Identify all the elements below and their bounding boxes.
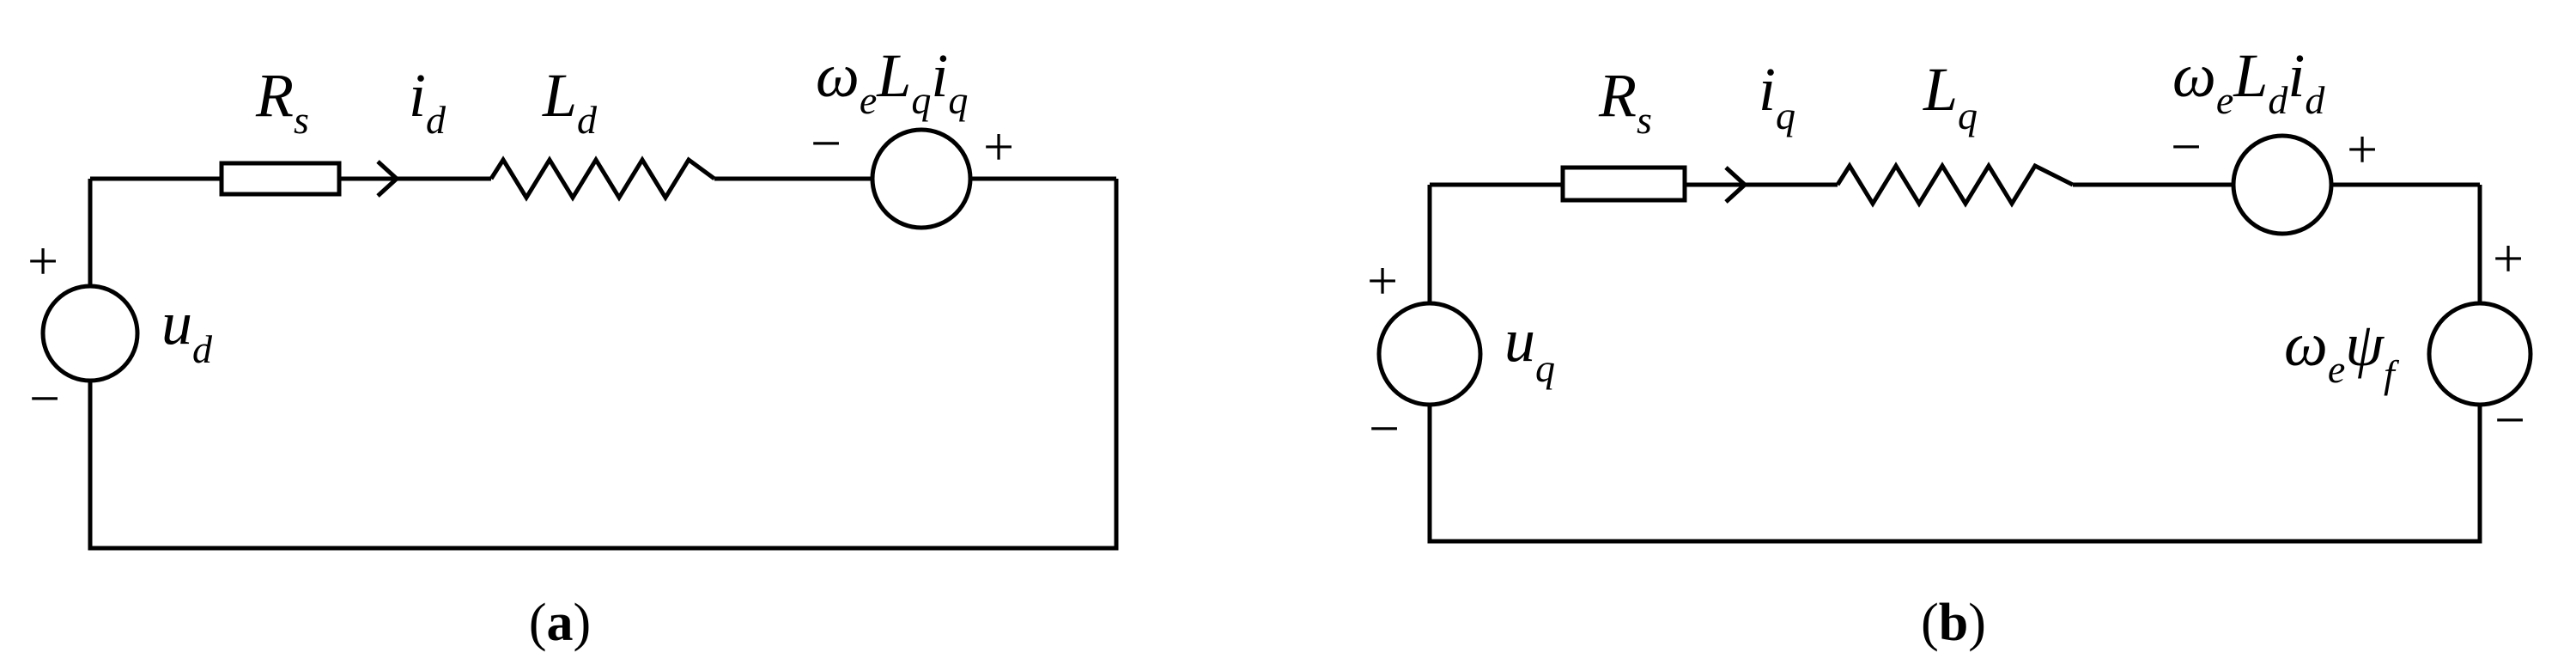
circuit-b-flux-source: [2427, 301, 2533, 407]
circuit-a-caption: (a): [529, 594, 591, 652]
circuit-a: Rs id Ld ωeLqiq − + + − ud (a): [27, 41, 1119, 652]
circuit-b-resistor-label: Rs: [1598, 61, 1652, 142]
circuit-a-emf-source: [870, 127, 973, 230]
circuit-b-source-label: uq: [1504, 306, 1555, 390]
circuit-b-emf-plus: +: [2347, 119, 2378, 180]
circuit-a-emf-plus: +: [983, 116, 1014, 177]
circuit-b-inductor: [1835, 162, 2075, 208]
circuit-a-source-plus: +: [27, 230, 58, 291]
circuit-b-flux-label: ωeψf: [2284, 310, 2400, 396]
circuit-a-emf-label: ωeLqiq: [816, 41, 968, 122]
circuit-b-flux-minus: −: [2494, 389, 2525, 450]
circuit-a-current-label: id: [409, 61, 447, 142]
circuit-b-wire-loop: [1427, 405, 2482, 544]
circuit-b-flux-plus: +: [2493, 228, 2524, 289]
circuit-a-inductor: [489, 156, 716, 202]
circuit-b-inductor-label: Lq: [1923, 55, 1978, 137]
circuit-b-source-plus: +: [1367, 250, 1398, 311]
circuit-a-current-arrow: [376, 160, 400, 198]
circuit-b-current-arrow: [1724, 166, 1748, 204]
circuit-a-resistor: [219, 161, 342, 197]
circuit-b-emf-source: [2231, 133, 2334, 236]
circuit-b-emf-minus: −: [2171, 116, 2202, 177]
circuit-b-source-minus: −: [1369, 398, 1400, 459]
circuit-a-source-label: ud: [161, 289, 213, 371]
circuit-b-emf-label: ωeLdid: [2172, 41, 2325, 122]
circuit-a-emf-minus: −: [811, 113, 841, 174]
circuit-b-current-label: iq: [1759, 55, 1795, 137]
circuit-a-inductor-label: Ld: [542, 61, 598, 142]
circuit-b-voltage-source: [1376, 301, 1483, 407]
circuit-b: Rs iq Lq ωeLdid − + + − uq + − ωeψf (b): [1367, 41, 2533, 652]
circuit-a-resistor-label: Rs: [255, 61, 309, 142]
circuit-a-source-minus: −: [29, 368, 60, 429]
circuit-b-caption: (b): [1921, 594, 1986, 652]
circuit-a-voltage-source: [40, 284, 140, 383]
circuit-a-wire-right: [88, 179, 1119, 551]
circuit-b-resistor: [1560, 165, 1687, 203]
